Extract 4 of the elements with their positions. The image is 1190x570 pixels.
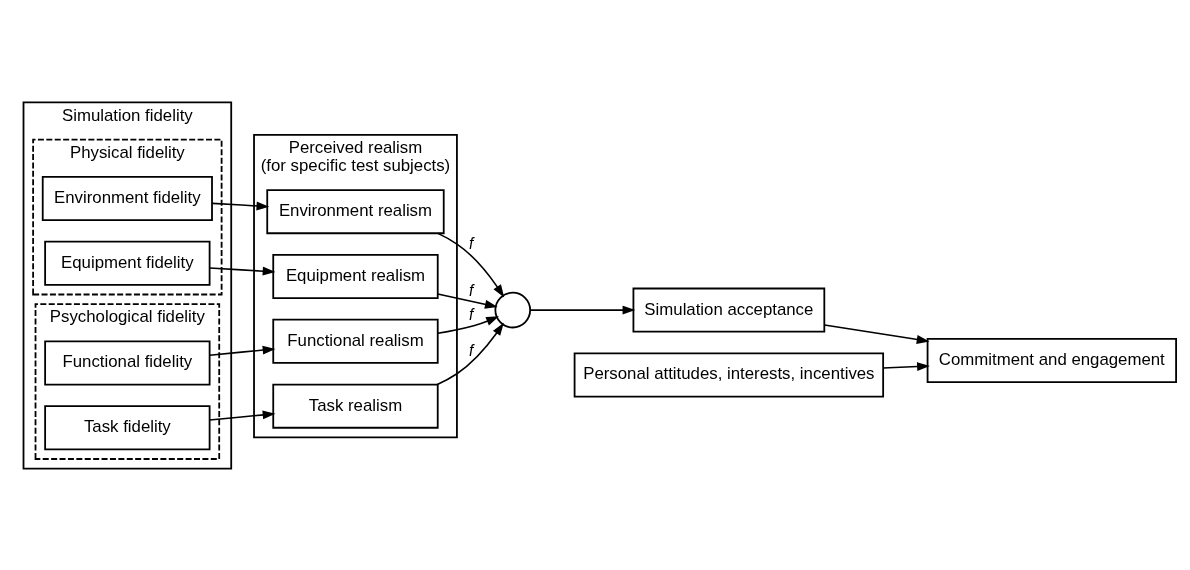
edge-label: f — [468, 341, 474, 359]
edge-label: f — [468, 234, 474, 252]
edge-label: f — [468, 305, 474, 323]
edge-label: f — [468, 281, 474, 299]
